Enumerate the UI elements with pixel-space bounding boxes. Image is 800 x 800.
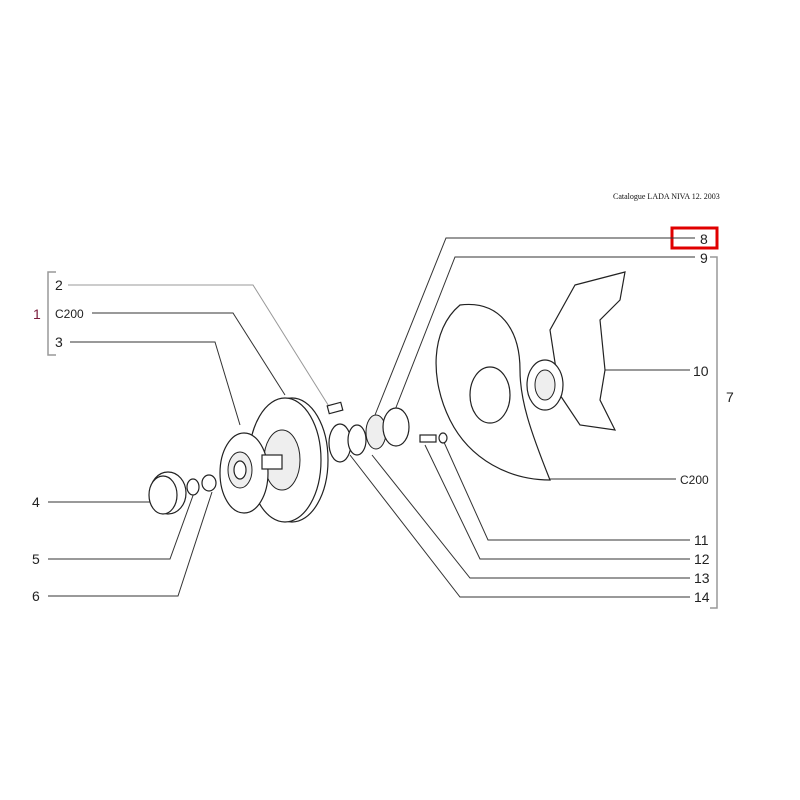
brake-shield (435, 303, 551, 481)
leader-8 (374, 237, 695, 416)
leader-13 (371, 454, 690, 579)
callout-8[interactable]: 8 (700, 231, 708, 247)
callout-10[interactable]: 10 (693, 363, 709, 379)
bolt (326, 401, 344, 415)
leader-14 (349, 454, 690, 598)
group-bracket (47, 271, 56, 356)
callout-3[interactable]: 3 (55, 334, 63, 350)
catalogue-caption: Catalogue LADA NIVA 12. 2003 (613, 192, 720, 201)
leader-12 (424, 444, 690, 560)
callout-c200-right[interactable]: C200 (680, 473, 709, 487)
group-bracket-right (710, 256, 718, 609)
callout-14[interactable]: 14 (694, 589, 710, 605)
callout-2[interactable]: 2 (55, 277, 63, 293)
callout-c200-left[interactable]: C200 (55, 307, 84, 321)
shield-washer (438, 432, 448, 444)
leader-c200-left (92, 312, 286, 396)
callout-1[interactable]: 1 (33, 306, 41, 322)
callout-9[interactable]: 9 (700, 250, 708, 266)
callout-7[interactable]: 7 (726, 389, 734, 405)
leader-3 (70, 341, 241, 426)
leader-9 (394, 256, 695, 411)
callout-4[interactable]: 4 (32, 494, 40, 510)
callout-13[interactable]: 13 (694, 570, 710, 586)
callout-11[interactable]: 11 (694, 532, 709, 548)
wheel-hub (219, 432, 283, 514)
callout-6[interactable]: 6 (32, 588, 40, 604)
leader-11 (442, 439, 690, 541)
hub-cap (148, 471, 187, 515)
nut (186, 478, 200, 496)
leader-5 (48, 489, 196, 560)
leader-6 (48, 491, 213, 597)
bearing-set (328, 407, 410, 463)
callout-5[interactable]: 5 (32, 551, 40, 567)
callout-12[interactable]: 12 (694, 551, 710, 567)
leader-2 (68, 284, 331, 409)
steering-knuckle (526, 271, 626, 431)
shield-bolt (419, 434, 437, 443)
washer (201, 474, 217, 492)
